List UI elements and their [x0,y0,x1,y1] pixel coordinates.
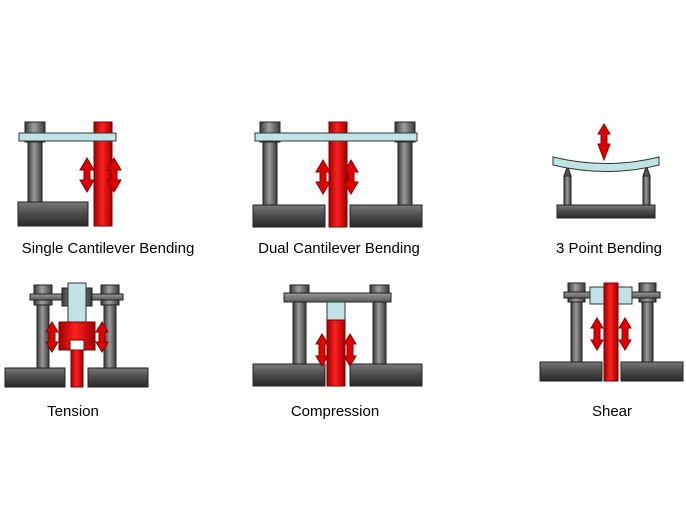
double-arrow-icon [79,157,122,193]
double-arrow-icon [590,317,632,351]
label-shear: Shear [591,403,633,420]
double-arrow-icon [315,159,359,195]
label-compression: Compression [290,403,380,420]
single-cantilever-clamp [17,121,122,227]
double-arrow-icon [597,123,611,162]
label-single-cantilever: Single Cantilever Bending [21,240,195,257]
label-dual-cantilever: Dual Cantilever Bending [258,240,420,257]
double-arrow-icon [315,333,357,367]
shear-clamp [539,282,684,382]
tension-clamp [4,282,149,388]
compression-clamp [252,284,423,387]
three-point-clamp [552,123,660,219]
dual-cantilever-clamp [252,121,423,228]
double-arrow-icon [45,321,109,353]
label-three-point: 3 Point Bending [556,240,662,257]
label-tension: Tension [47,403,99,420]
